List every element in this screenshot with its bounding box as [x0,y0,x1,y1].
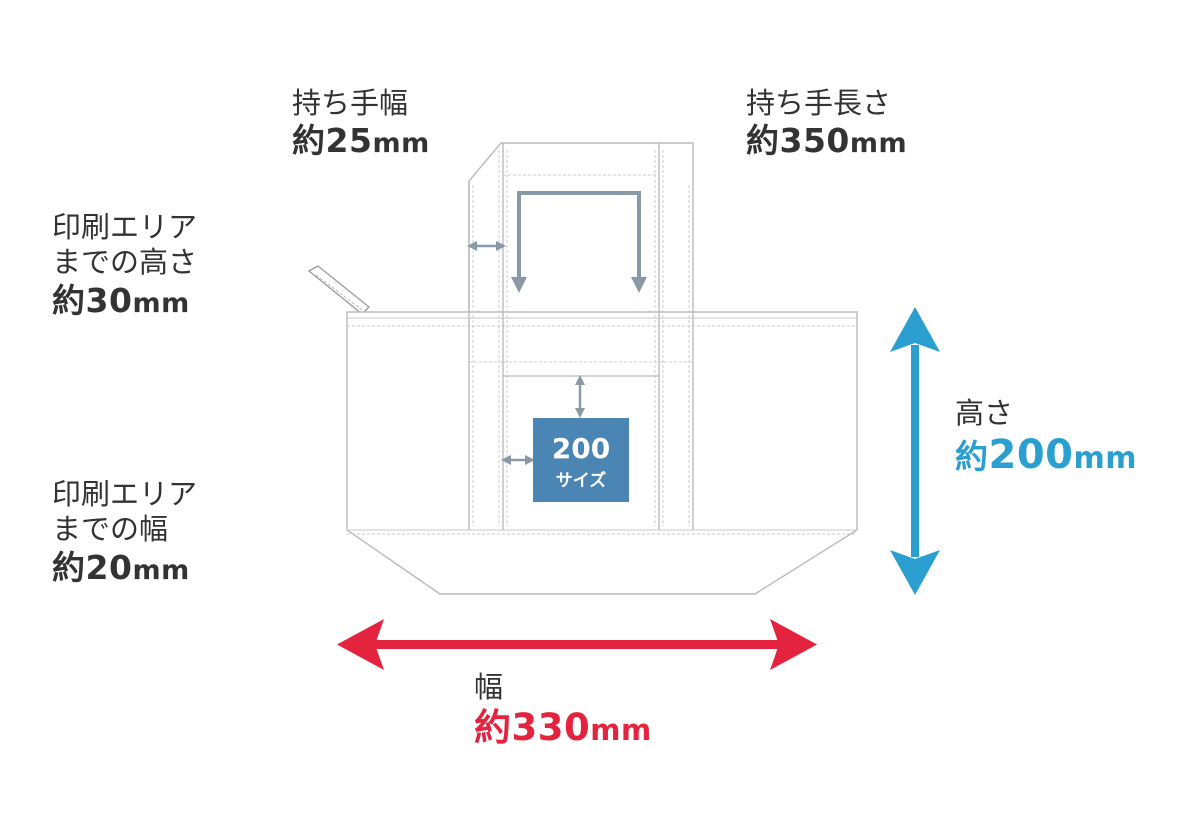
height-arrow [890,307,940,595]
bag-handle [468,142,694,530]
height-value: 約200mm [955,432,1138,479]
print-top-line1: 印刷エリア [52,210,198,244]
print-top-line2: までの高さ [52,245,198,280]
print-top-label: 印刷エリア までの高さ 約30mm [52,210,197,321]
bag-seams [347,317,857,535]
handle-length-value: 約350mm [746,121,908,161]
handle-width-value: 約25mm [292,121,430,161]
handle-width-title: 持ち手幅 [292,86,409,120]
handle-length-label: 持ち手長さ 約350mm [746,86,907,162]
print-side-value: 約20mm [52,547,190,587]
height-title: 高さ [955,396,1014,430]
handle-width-label: 持ち手幅 約25mm [292,86,430,162]
print-side-line1: 印刷エリア [52,477,198,511]
print-side-label: 印刷エリア までの幅 約20mm [52,477,197,588]
handle-length-guide-arrow [511,191,647,293]
print-top-value: 約30mm [52,280,190,320]
print-area: 200 サイズ [533,418,629,502]
print-area-size: 200 [552,432,610,465]
height-label: 高さ 約200mm [955,396,1137,480]
width-arrow [337,619,817,670]
width-label: 幅 約330mm [474,670,652,751]
width-title: 幅 [474,670,504,704]
print-side-line2: までの幅 [52,512,169,547]
print-area-caption: サイズ [556,470,607,491]
zipper-pull [307,265,370,315]
handle-length-title: 持ち手長さ [746,86,892,120]
width-value: 約330mm [474,706,652,750]
